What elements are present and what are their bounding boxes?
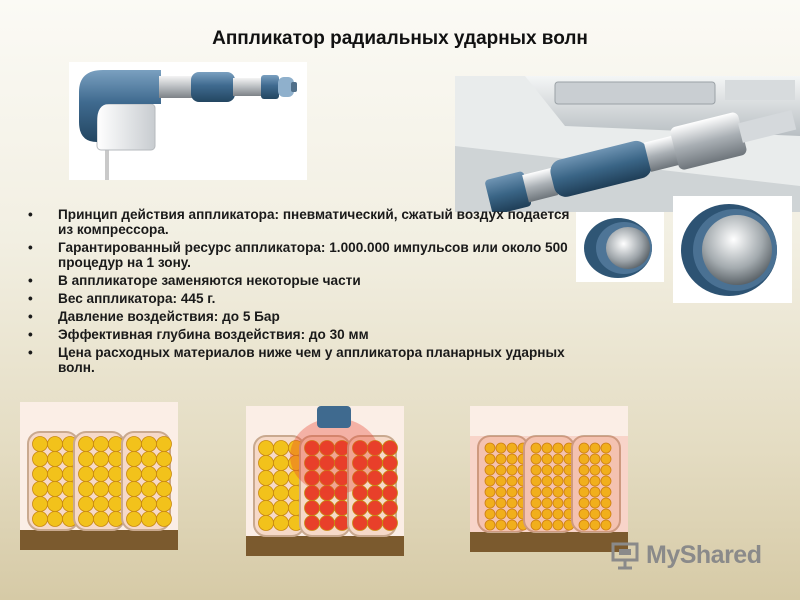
bullet-text: Цена расходных материалов ниже чем у апп… (58, 345, 565, 375)
bullet-item: • В аппликаторе заменяются некоторые час… (28, 273, 573, 288)
watermark-text: MyShared (646, 540, 762, 569)
applicator-tip-small-photo (576, 212, 664, 282)
tissue-before-illustration (20, 402, 178, 550)
bullet-marker: • (28, 345, 33, 360)
bullet-marker: • (28, 309, 33, 324)
bullet-list: • Принцип действия аппликатора: пневматич… (28, 207, 573, 378)
bullet-item: • Цена расходных материалов ниже чем у ап… (28, 345, 573, 375)
bullet-item: • Принцип действия аппликатора: пневматич… (28, 207, 573, 237)
bullet-item: • Гарантированный ресурс аппликатора: 1.0… (28, 240, 573, 270)
presentation-board-icon (611, 542, 639, 570)
bullet-text: Давление воздействия: до 5 Бар (58, 309, 280, 324)
myshared-watermark: MyShared (610, 540, 780, 570)
bullet-marker: • (28, 240, 33, 255)
device-photo (455, 76, 800, 212)
applicator-tip-large-photo (673, 196, 792, 303)
bullet-text: Эффективная глубина воздействия: до 30 м… (58, 327, 369, 342)
tissue-after-illustration (470, 406, 628, 552)
bullet-item: • Давление воздействия: до 5 Бар (28, 309, 573, 324)
tissue-during-illustration (246, 406, 404, 556)
bullet-item: • Вес аппликатора: 445 г. (28, 291, 573, 306)
bullet-marker: • (28, 291, 33, 306)
bullet-item: • Эффективная глубина воздействия: до 30 … (28, 327, 573, 342)
bullet-text: Гарантированный ресурс аппликатора: 1.00… (58, 240, 568, 270)
bullet-marker: • (28, 327, 33, 342)
applicator-photo (69, 62, 307, 180)
bullet-text: Вес аппликатора: 445 г. (58, 291, 216, 306)
bullet-text: В аппликаторе заменяются некоторые части (58, 273, 361, 288)
bullet-text: Принцип действия аппликатора: пневматиче… (58, 207, 570, 237)
slide-title: Аппликатор радиальных ударных волн (212, 28, 588, 49)
bullet-marker: • (28, 273, 33, 288)
bullet-marker: • (28, 207, 33, 222)
